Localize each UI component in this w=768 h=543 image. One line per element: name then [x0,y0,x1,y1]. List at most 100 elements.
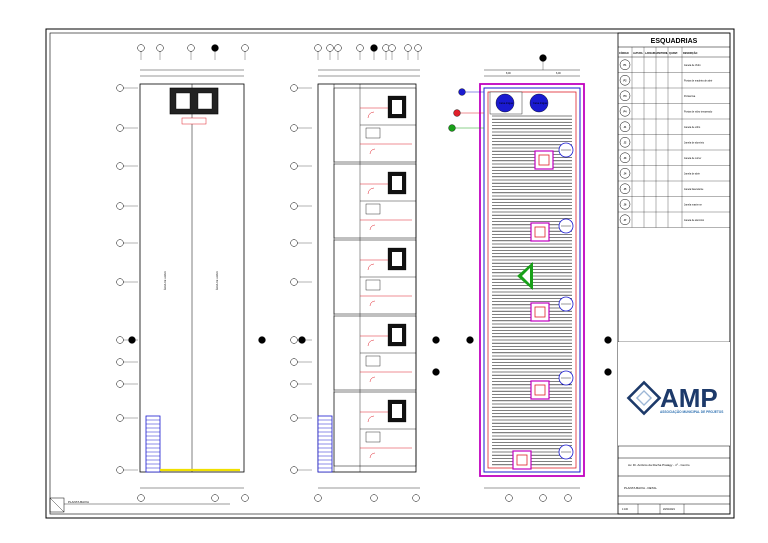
axis-bubble [388,44,396,60]
axis-bubble [414,44,422,60]
schedule-code: P1 [624,64,628,67]
amp-logo: AMP ASSOCIAÇÃO MUNICIPAL DE PROJETOS [618,342,730,446]
roof-label-2: Caixa d'água [533,102,548,105]
schedule-code: J3 [624,157,627,160]
title-scale: 1:100 [622,508,629,511]
row-axis-bubble [116,162,138,170]
apartment-unit [333,239,417,315]
section-tag [453,109,484,117]
row-axis-bubble [290,278,312,286]
section-tag [448,124,484,132]
apartment-unit [333,315,417,391]
axis-bubble [156,44,164,60]
row-axis-marker [258,336,266,344]
row-axis-bubble [290,358,312,366]
schedule-code: P3 [624,95,628,98]
axis-bubble [187,44,195,60]
axis-bubble [382,44,390,60]
stairs-left [145,415,161,473]
schedule-header: DESCRIÇÃO [683,52,697,55]
plan-roof: 8,00 6,00 Caixa d'água Caixa d'água [479,69,585,489]
axis-bubble-bottom [539,494,547,502]
legend-label: PLANTA BAIXA [68,500,89,504]
roof-drain [558,370,574,386]
schedule-header: ALTURA [633,52,643,55]
row-axis-bubble [290,202,312,210]
row-axis-bubble [290,162,312,170]
schedule-code: P2 [624,79,628,82]
axis-bubble [326,44,334,60]
roof-drain [558,296,574,312]
schedule-desc: Janela de alumínio [684,219,705,222]
apartment-unit [333,87,417,163]
axis-bubble-bottom [211,494,219,502]
roof-outline [479,83,585,477]
row-axis-bubble [290,239,312,247]
schedule-code: P4 [624,110,628,113]
axis-bubble-bottom [137,494,145,502]
schedule-row: J2 Janela de alumínio [619,137,705,148]
svg-text:ÁREA DE LAZER: ÁREA DE LAZER [216,271,219,290]
row-axis-bubble [290,414,312,422]
schedule-header: QUANT. [669,52,678,55]
schedule-code: J7 [624,219,627,222]
svg-text:ÁREA DE LAZER: ÁREA DE LAZER [164,271,167,290]
schedule-code: J5 [624,188,627,191]
row-axis-bubble [290,84,312,92]
axis-bubble [241,44,249,60]
apartment-unit [333,163,417,239]
stairs-middle [317,415,333,473]
row-axis-bubble [116,466,138,474]
schedule-desc: Janela de correr [684,157,701,160]
row-axis-bubble [116,202,138,210]
roof-drain [558,444,574,460]
axis-bubble [137,44,145,60]
drawing-legend: PLANTA BAIXA [49,497,230,513]
schedule-desc: Janela maxim-ar [684,203,702,206]
schedule-desc: Janela de alumínio [684,141,705,144]
row-axis-bubble [116,414,138,422]
row-axis-bubble [116,358,138,366]
axis-bubble [334,44,342,60]
row-axis-marker [604,368,612,376]
schedule-desc: Portas de madeira de abrir [684,79,713,82]
axis-bubble [356,44,364,60]
roof-label-1: Caixa d'água [499,102,514,105]
schedule-code: J6 [624,203,627,206]
plan-middle [317,69,420,489]
axis-bubble [314,44,322,60]
logo-subtitle: ASSOCIAÇÃO MUNICIPAL DE PROJETOS [660,409,723,414]
apartment-unit [333,391,417,467]
schedule-desc: Janela de vidro [684,126,701,129]
row-axis-marker [466,336,474,344]
schedule-desc: Janela basculante [684,188,704,191]
row-axis-bubble [116,278,138,286]
title-address: Av. Dr. Antônio da Rocha Pratagy - nº - … [628,463,690,467]
dim-top-1: 8,00 [506,72,511,75]
schedule-row: P2 Portas de madeira de abrir [619,75,713,86]
row-axis-bubble [116,239,138,247]
schedule-row: P1 Janela de Vidro [619,59,701,70]
row-axis-marker [298,336,306,344]
schedule-title: ESQUADRIAS [651,38,698,45]
row-axis-marker [432,368,440,376]
title-date: 20/02/2021 [663,508,676,511]
axis-bubble-bottom [370,494,378,502]
axis-bubble [370,44,378,60]
axis-bubble-bottom [564,494,572,502]
axis-bubble-bottom [241,494,249,502]
logo-text: AMP [660,383,718,413]
schedule-row: J5 Janela basculante [619,183,704,194]
plan-left: ÁREA DE LAZER ÁREA DE LAZER [139,69,245,489]
schedule-code: J2 [624,141,627,144]
roof-vent [530,380,550,400]
schedule-row: J7 Janela de alumínio [619,214,705,225]
roof-drain [558,218,574,234]
dim-top-2: 6,00 [556,72,561,75]
roof-vent [530,302,550,322]
row-axis-marker [432,336,440,344]
schedule-desc: Janela de Vidro [684,64,701,67]
